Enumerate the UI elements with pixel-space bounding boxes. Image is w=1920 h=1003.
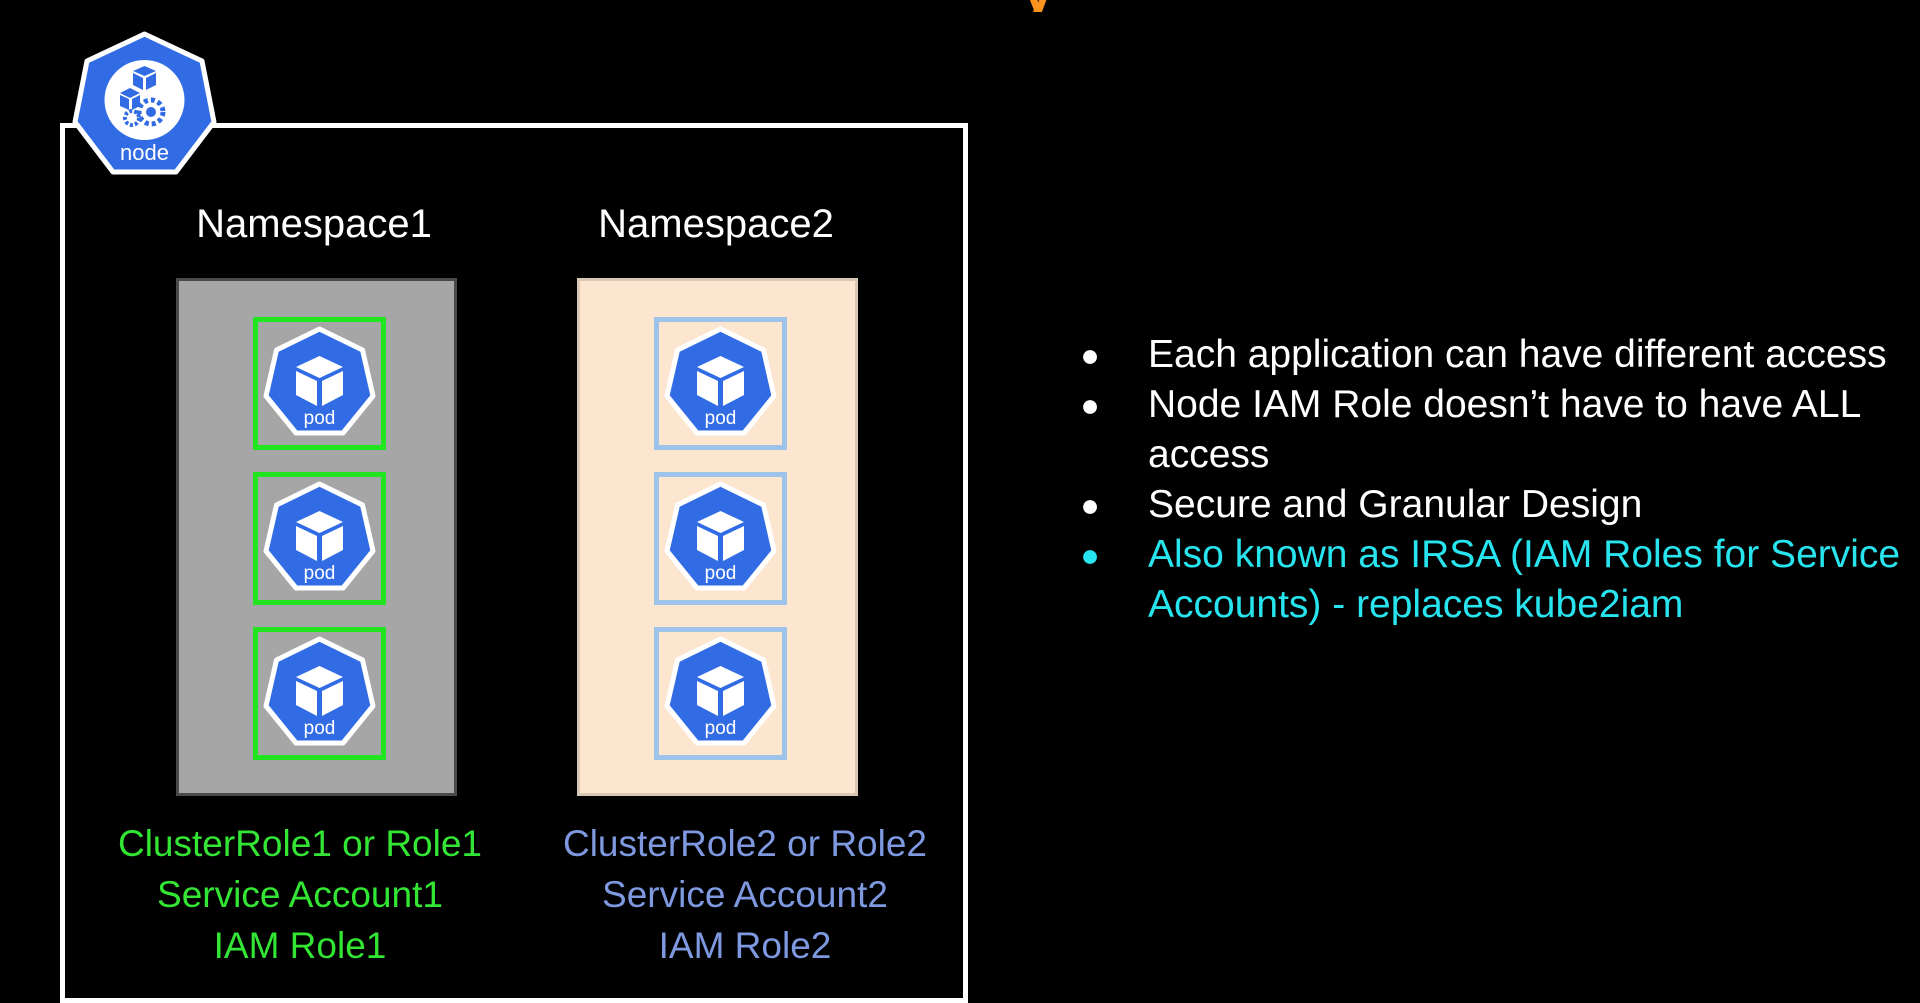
cluster-role-1: ClusterRole1 or Role1 — [117, 823, 482, 864]
title-fragment: y — [1020, 0, 1080, 12]
bullet-dot-icon: ● — [1080, 337, 1100, 373]
node-badge: node — [72, 30, 217, 178]
node-label: node — [120, 140, 169, 165]
pod-label: pod — [705, 408, 737, 429]
bullet-list: ● Each application can have different ac… — [1060, 330, 1920, 630]
namespace1-label: Namespace1 — [196, 202, 432, 246]
bullet-item-highlight: ● Also known as IRSA (IAM Roles for Serv… — [1060, 530, 1920, 630]
namespace1-pod-3: pod — [253, 627, 386, 760]
pod-label: pod — [304, 563, 336, 584]
namespace1-roles: ClusterRole1 or Role1 Service Account1 I… — [80, 818, 520, 971]
bullet-text: Also known as IRSA (IAM Roles for Servic… — [1148, 533, 1901, 626]
namespace2-label: Namespace2 — [598, 202, 834, 246]
bullet-text: Secure and Granular Design — [1148, 483, 1643, 526]
bullet-text: Node IAM Role doesn’t have to have ALL a… — [1148, 383, 1860, 476]
bullet-item: ● Each application can have different ac… — [1060, 330, 1920, 380]
bullet-dot-icon: ● — [1080, 537, 1100, 573]
namespace2-roles: ClusterRole2 or Role2 Service Account2 I… — [525, 818, 965, 971]
bullet-dot-icon: ● — [1080, 487, 1100, 523]
pod-icon: pod — [262, 326, 377, 441]
namespace2-pod-1: pod — [654, 317, 787, 450]
pod-icon: pod — [663, 636, 778, 751]
iam-role-1: IAM Role1 — [213, 925, 387, 966]
namespace1-pod-1: pod — [253, 317, 386, 450]
namespace2-pod-3: pod — [654, 627, 787, 760]
bullet-dot-icon: ● — [1080, 387, 1100, 423]
service-account-2: Service Account2 — [602, 874, 888, 915]
namespace1-pod-2: pod — [253, 472, 386, 605]
pod-icon: pod — [262, 481, 377, 596]
pod-icon: pod — [663, 481, 778, 596]
pod-label: pod — [304, 718, 336, 739]
iam-role-2: IAM Role2 — [658, 925, 832, 966]
bullet-item: ● Secure and Granular Design — [1060, 480, 1920, 530]
node-icon: node — [72, 31, 217, 175]
pod-label: pod — [705, 563, 737, 584]
pod-icon: pod — [262, 636, 377, 751]
service-account-1: Service Account1 — [157, 874, 443, 915]
namespace2-pod-2: pod — [654, 472, 787, 605]
cluster-role-2: ClusterRole2 or Role2 — [562, 823, 927, 864]
pod-label: pod — [705, 718, 737, 739]
bullet-item: ● Node IAM Role doesn’t have to have ALL… — [1060, 380, 1920, 480]
pod-icon: pod — [663, 326, 778, 441]
pod-label: pod — [304, 408, 336, 429]
bullet-text: Each application can have different acce… — [1148, 333, 1887, 376]
